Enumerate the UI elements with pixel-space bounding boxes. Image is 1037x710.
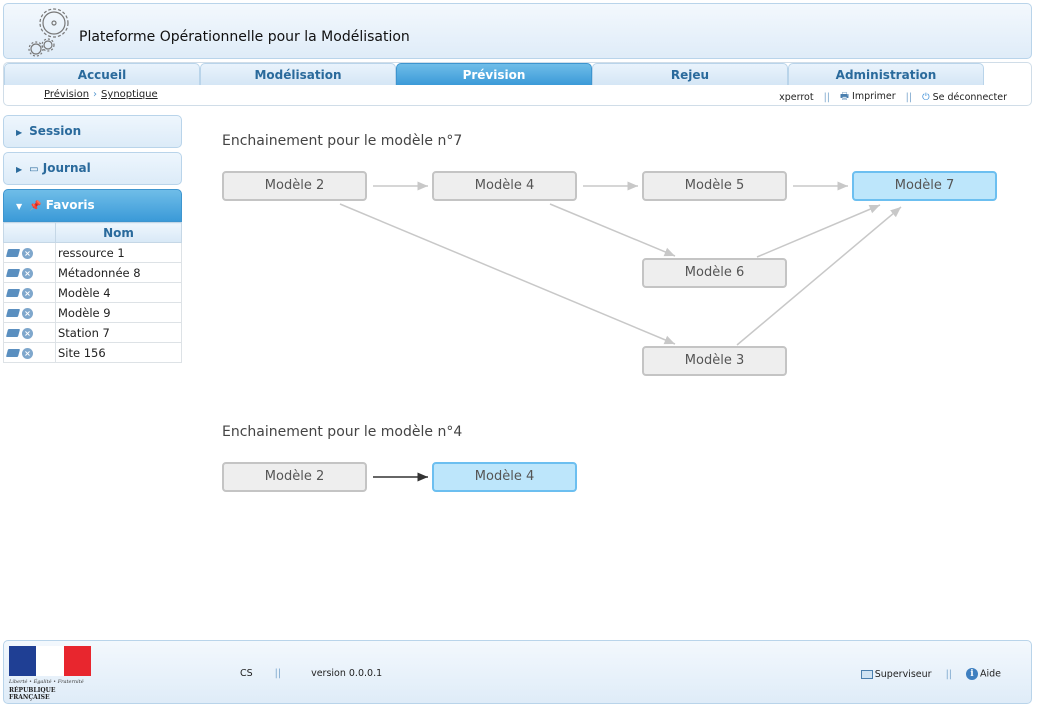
graph-title: Enchainement pour le modèle n°7 xyxy=(222,133,463,149)
graph-edges xyxy=(339,181,902,482)
favorite-name[interactable]: Modèle 9 xyxy=(55,302,182,323)
synoptic-area: Enchainement pour le modèle n°7 Modèle 2… xyxy=(200,115,1030,615)
panel-journal[interactable]: ▶ ▭ Journal xyxy=(3,152,182,185)
navbar: Accueil Modélisation Prévision Rejeu Adm… xyxy=(3,62,1032,106)
tab-accueil[interactable]: Accueil xyxy=(4,63,200,85)
power-icon: ⏻ xyxy=(922,91,930,103)
col-nom[interactable]: Nom xyxy=(55,222,182,243)
delete-icon[interactable]: × xyxy=(22,247,33,259)
logout-link[interactable]: ⏻ Se déconnecter xyxy=(922,92,1007,103)
supervisor-label: Superviseur xyxy=(874,668,932,680)
delete-icon[interactable]: × xyxy=(22,267,33,279)
help-label: Aide xyxy=(979,668,1001,680)
favorites-table: Nom × ressource 1 × Métadonnée 8 × Modèle 4… xyxy=(3,222,182,363)
panel-favoris[interactable]: ▼ 📌 Favoris xyxy=(3,189,182,222)
open-folder-icon[interactable] xyxy=(5,249,21,257)
caret-right-icon: ▶ xyxy=(16,165,23,174)
username: xperrot xyxy=(779,91,814,103)
caret-down-icon: ▼ xyxy=(16,202,23,211)
org-label: CS xyxy=(240,668,253,679)
separator: || xyxy=(945,668,952,680)
favorite-name[interactable]: Modèle 4 xyxy=(55,282,182,303)
node-modele-2[interactable]: Modèle 2 xyxy=(222,462,367,492)
panel-label: Favoris xyxy=(45,198,95,212)
delete-icon[interactable]: × xyxy=(22,327,33,339)
delete-icon[interactable]: × xyxy=(22,287,33,299)
table-row: × Métadonnée 8 xyxy=(3,262,182,283)
caret-right-icon: ▶ xyxy=(16,128,23,137)
print-label: Imprimer xyxy=(852,91,896,102)
logout-label: Se déconnecter xyxy=(932,91,1007,103)
panel-label: Session xyxy=(29,124,82,138)
breadcrumb-synoptique[interactable]: Synoptique xyxy=(101,89,158,100)
supervisor-link[interactable]: Superviseur xyxy=(860,668,932,680)
open-folder-icon[interactable] xyxy=(5,269,21,277)
favorite-name[interactable]: Métadonnée 8 xyxy=(55,262,182,283)
sidebar: ▶ Session ▶ ▭ Journal ▼ 📌 Favoris Nom × ress… xyxy=(3,115,182,363)
flag-icon xyxy=(9,646,91,676)
print-link[interactable]: 🖶 Imprimer xyxy=(840,89,896,105)
breadcrumb-separator: › xyxy=(93,89,98,100)
open-folder-icon[interactable] xyxy=(5,329,21,337)
motto: Liberté • Égalité • Fraternité xyxy=(9,679,84,685)
info-icon: i xyxy=(965,668,978,680)
printer-icon: 🖶 xyxy=(840,91,849,102)
footer-info: CS || version 0.0.0.1 xyxy=(240,668,382,679)
favorite-name[interactable]: ressource 1 xyxy=(55,242,182,263)
open-folder-icon[interactable] xyxy=(5,309,21,317)
col-actions xyxy=(3,222,56,243)
node-modele-4[interactable]: Modèle 4 xyxy=(432,171,577,201)
app-header: Plateforme Opérationnelle pour la Modéli… xyxy=(3,3,1032,59)
separator: || xyxy=(823,91,831,103)
favorite-name[interactable]: Station 7 xyxy=(55,322,182,343)
node-modele-7[interactable]: Modèle 7 xyxy=(852,171,997,201)
table-row: × Modèle 9 xyxy=(3,302,182,323)
node-modele-5[interactable]: Modèle 5 xyxy=(642,171,787,201)
favorite-name[interactable]: Site 156 xyxy=(55,342,182,363)
table-row: × Station 7 xyxy=(3,322,182,343)
separator: || xyxy=(274,668,282,679)
tab-rejeu[interactable]: Rejeu xyxy=(592,63,788,85)
version-label: version 0.0.0.1 xyxy=(311,668,383,679)
panel-session[interactable]: ▶ Session xyxy=(3,115,182,148)
app-title: Plateforme Opérationnelle pour la Modéli… xyxy=(79,29,410,45)
delete-icon[interactable]: × xyxy=(22,347,33,359)
graph-title: Enchainement pour le modèle n°4 xyxy=(222,424,463,440)
tab-administration[interactable]: Administration xyxy=(788,63,984,85)
table-row: × Modèle 4 xyxy=(3,282,182,303)
open-folder-icon[interactable] xyxy=(5,289,21,297)
breadcrumb-prevision[interactable]: Prévision xyxy=(44,89,90,100)
pin-icon: 📌 xyxy=(29,201,42,212)
node-modele-4[interactable]: Modèle 4 xyxy=(432,462,577,492)
gears-icon xyxy=(28,8,69,57)
main-tabs: Accueil Modélisation Prévision Rejeu Adm… xyxy=(4,63,984,85)
panel-label: Journal xyxy=(42,161,91,175)
footer: Liberté • Égalité • Fraternité RÉPUBLIQU… xyxy=(3,640,1032,704)
table-row: × ressource 1 xyxy=(3,242,182,263)
image-icon xyxy=(860,669,873,679)
node-modele-3[interactable]: Modèle 3 xyxy=(642,346,787,376)
breadcrumb: Prévision›Synoptique xyxy=(44,89,158,100)
separator: || xyxy=(905,91,913,103)
node-modele-2[interactable]: Modèle 2 xyxy=(222,171,367,201)
delete-icon[interactable]: × xyxy=(22,307,33,319)
table-row: × Site 156 xyxy=(3,342,182,363)
republic-label: RÉPUBLIQUE FRANÇAISE xyxy=(9,687,56,701)
node-modele-6[interactable]: Modèle 6 xyxy=(642,258,787,288)
journal-icon: ▭ xyxy=(29,164,39,175)
tab-modelisation[interactable]: Modélisation xyxy=(200,63,396,85)
user-bar: xperrot || 🖶 Imprimer || ⏻ Se déconnecte… xyxy=(779,89,1007,105)
tab-prevision[interactable]: Prévision xyxy=(396,63,592,85)
open-folder-icon[interactable] xyxy=(5,349,21,357)
republique-francaise-logo: Liberté • Égalité • Fraternité RÉPUBLIQU… xyxy=(9,646,91,701)
